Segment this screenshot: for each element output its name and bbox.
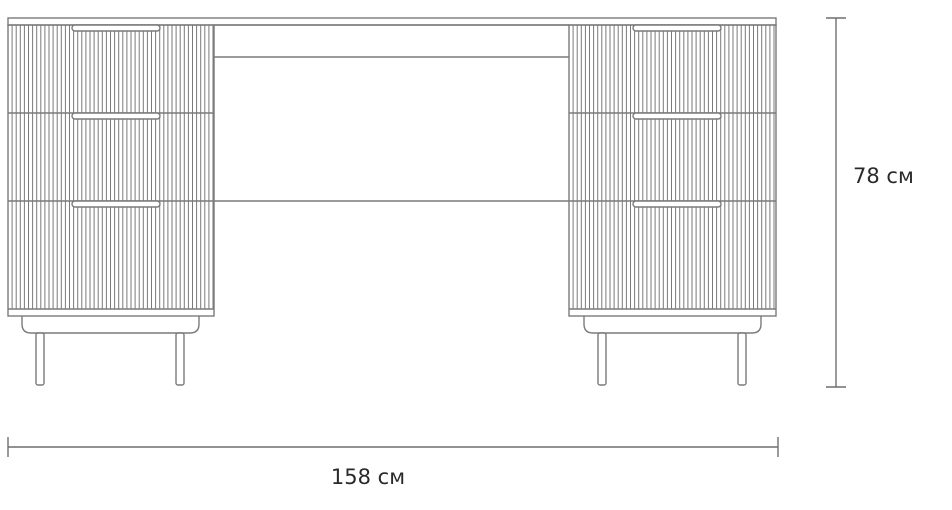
desk (7, 17, 777, 386)
left-leg-back (175, 332, 185, 386)
right-drawer-handle-2 (632, 112, 722, 120)
right-drawer-handle-3 (632, 200, 722, 208)
height-label: 78 см (853, 164, 914, 188)
left-drawer-handle-3 (71, 200, 161, 208)
width-label: 158 см (331, 465, 405, 489)
left-drawer-handle-2 (71, 112, 161, 120)
left-pedestal-flutes (11, 25, 214, 309)
right-drawer-handle-1 (632, 24, 722, 32)
right-pedestal-flutes (572, 25, 775, 309)
right-leg-front (597, 332, 607, 386)
desk-top (7, 17, 777, 26)
left-pedestal (7, 24, 215, 386)
right-plinth (583, 316, 762, 334)
height-dimension (826, 17, 846, 388)
left-plinth (21, 316, 200, 334)
right-pedestal (568, 24, 777, 386)
left-drawer-handle-1 (71, 24, 161, 32)
right-leg-back (737, 332, 747, 386)
left-leg-front (35, 332, 45, 386)
width-dimension (7, 437, 779, 457)
